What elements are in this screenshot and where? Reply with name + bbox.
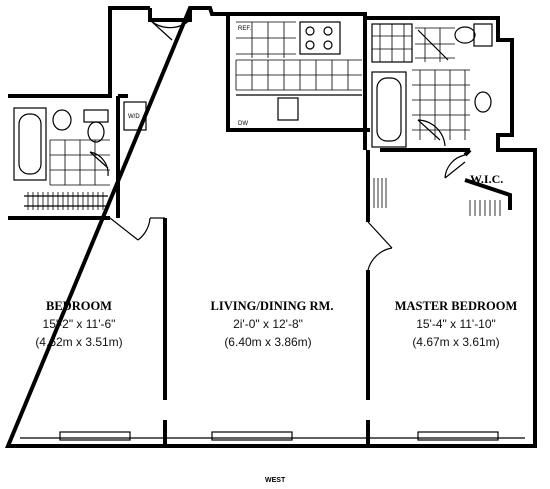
bedroom-dim-metric: (4.62m x 3.51m): [35, 335, 122, 349]
room-bedroom-label: BEDROOM 15'-2" x 11'-6" (4.62m x 3.51m): [35, 299, 122, 349]
master-bathroom: [371, 23, 493, 148]
bathtub-icon: [13, 107, 47, 181]
kitchen: REF. DW: [235, 21, 362, 131]
sink-icon: [277, 97, 299, 121]
master-name: MASTER BEDROOM: [395, 299, 518, 313]
window-living: [211, 431, 293, 441]
living-dim-metric: (6.40m x 3.86m): [224, 335, 311, 349]
orientation-label: WEST: [265, 477, 286, 484]
cooktop-icon: [299, 21, 341, 55]
wic-label: W.I.C.: [470, 172, 503, 186]
window-master: [417, 431, 499, 441]
exterior-walls: [5, 6, 537, 448]
windows: [20, 431, 525, 441]
bathtub-basin-icon: [376, 77, 402, 142]
washer-dryer-closet: W/D: [123, 101, 147, 131]
toilet-tank-icon: [83, 109, 109, 123]
bath-floor-tiles: [49, 139, 110, 186]
left-bathroom: [13, 107, 110, 186]
doors: [109, 19, 466, 271]
master-dim-metric: (4.67m x 3.61m): [412, 335, 499, 349]
room-master-label: MASTER BEDROOM 15'-4" x 11'-10" (4.67m x…: [395, 299, 518, 349]
sink-icon: [52, 109, 72, 131]
ref-label: REF.: [238, 26, 251, 32]
bedroom-dim-imperial: 15'-2" x 11'-6": [43, 317, 116, 331]
living-dim-imperial: 2i'-0" x 12'-8": [233, 317, 303, 331]
master-bath-floor-tiles: [412, 27, 470, 140]
interior-walls: [8, 14, 512, 446]
toilet-icon: [454, 26, 476, 44]
kitchen-floor-tiles: [235, 21, 362, 91]
bathtub-icon: [371, 71, 407, 148]
window-bedroom: [59, 431, 131, 441]
toilet-tank-icon: [473, 23, 493, 47]
bathtub-basin-icon: [18, 113, 42, 175]
toilet-icon: [87, 121, 105, 143]
master-dim-imperial: 15'-4" x 11'-10": [416, 317, 496, 331]
sink-icon: [474, 91, 492, 113]
bedroom-name: BEDROOM: [46, 299, 112, 313]
wd-label: W/D: [128, 114, 140, 120]
living-name: LIVING/DINING RM.: [211, 299, 334, 313]
room-living-label: LIVING/DINING RM. 2i'-0" x 12'-8" (6.40m…: [211, 299, 334, 349]
dw-label: DW: [238, 121, 248, 127]
closet-shelving: [24, 178, 501, 216]
